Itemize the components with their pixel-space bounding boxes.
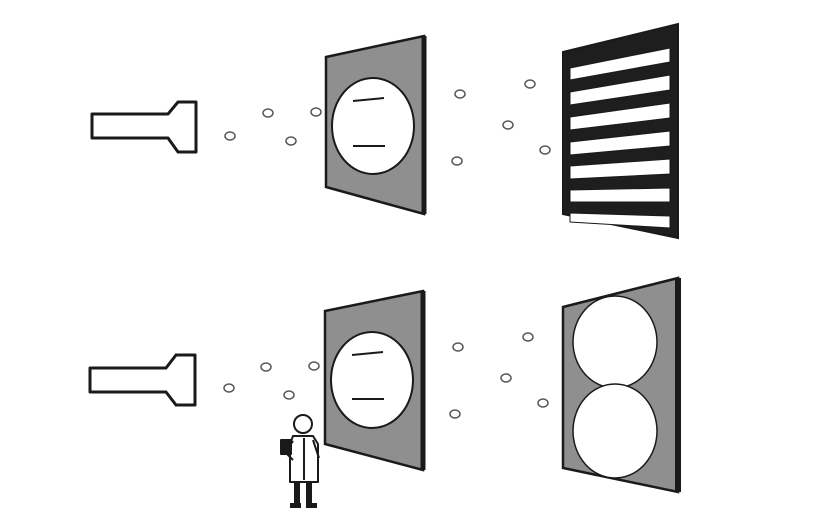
band — [569, 158, 671, 180]
slit-aperture — [330, 331, 414, 429]
band — [569, 187, 671, 203]
particle — [502, 120, 514, 130]
band — [569, 212, 671, 229]
particle — [223, 383, 235, 393]
particle — [451, 156, 463, 166]
particles-after-slits — [451, 79, 551, 166]
lower-blob — [572, 383, 658, 479]
particle — [454, 89, 466, 99]
particles-after-slits — [449, 332, 549, 419]
particle — [539, 145, 551, 155]
electron-gun-icon — [90, 100, 198, 154]
particle — [262, 108, 274, 118]
particle — [500, 373, 512, 383]
band — [569, 102, 671, 131]
bottom-row — [88, 276, 681, 508]
particle — [285, 136, 297, 146]
slit-plate — [323, 289, 426, 472]
detector-screen-interference — [562, 22, 679, 240]
particle — [224, 131, 236, 141]
band — [569, 74, 671, 106]
particles-before-slits — [224, 107, 322, 146]
particle — [537, 398, 549, 408]
slit-line — [351, 351, 384, 356]
particle — [452, 342, 464, 352]
top-row — [90, 22, 679, 240]
upper-blob — [572, 295, 658, 389]
particle — [308, 361, 320, 371]
particle — [283, 390, 295, 400]
slit-plate — [324, 34, 427, 216]
scientist-observer-icon — [280, 414, 320, 508]
electron-gun-icon — [88, 353, 197, 407]
particle — [524, 79, 536, 89]
particle — [310, 107, 322, 117]
particle — [522, 332, 534, 342]
particle — [260, 362, 272, 372]
particles-before-slits — [223, 361, 320, 400]
slit-aperture — [331, 77, 415, 175]
particle — [449, 409, 461, 419]
detector-screen-two-blobs — [561, 276, 681, 494]
band — [569, 47, 671, 81]
band — [569, 130, 671, 156]
interference-bands — [569, 47, 671, 229]
slit-line — [352, 97, 385, 102]
